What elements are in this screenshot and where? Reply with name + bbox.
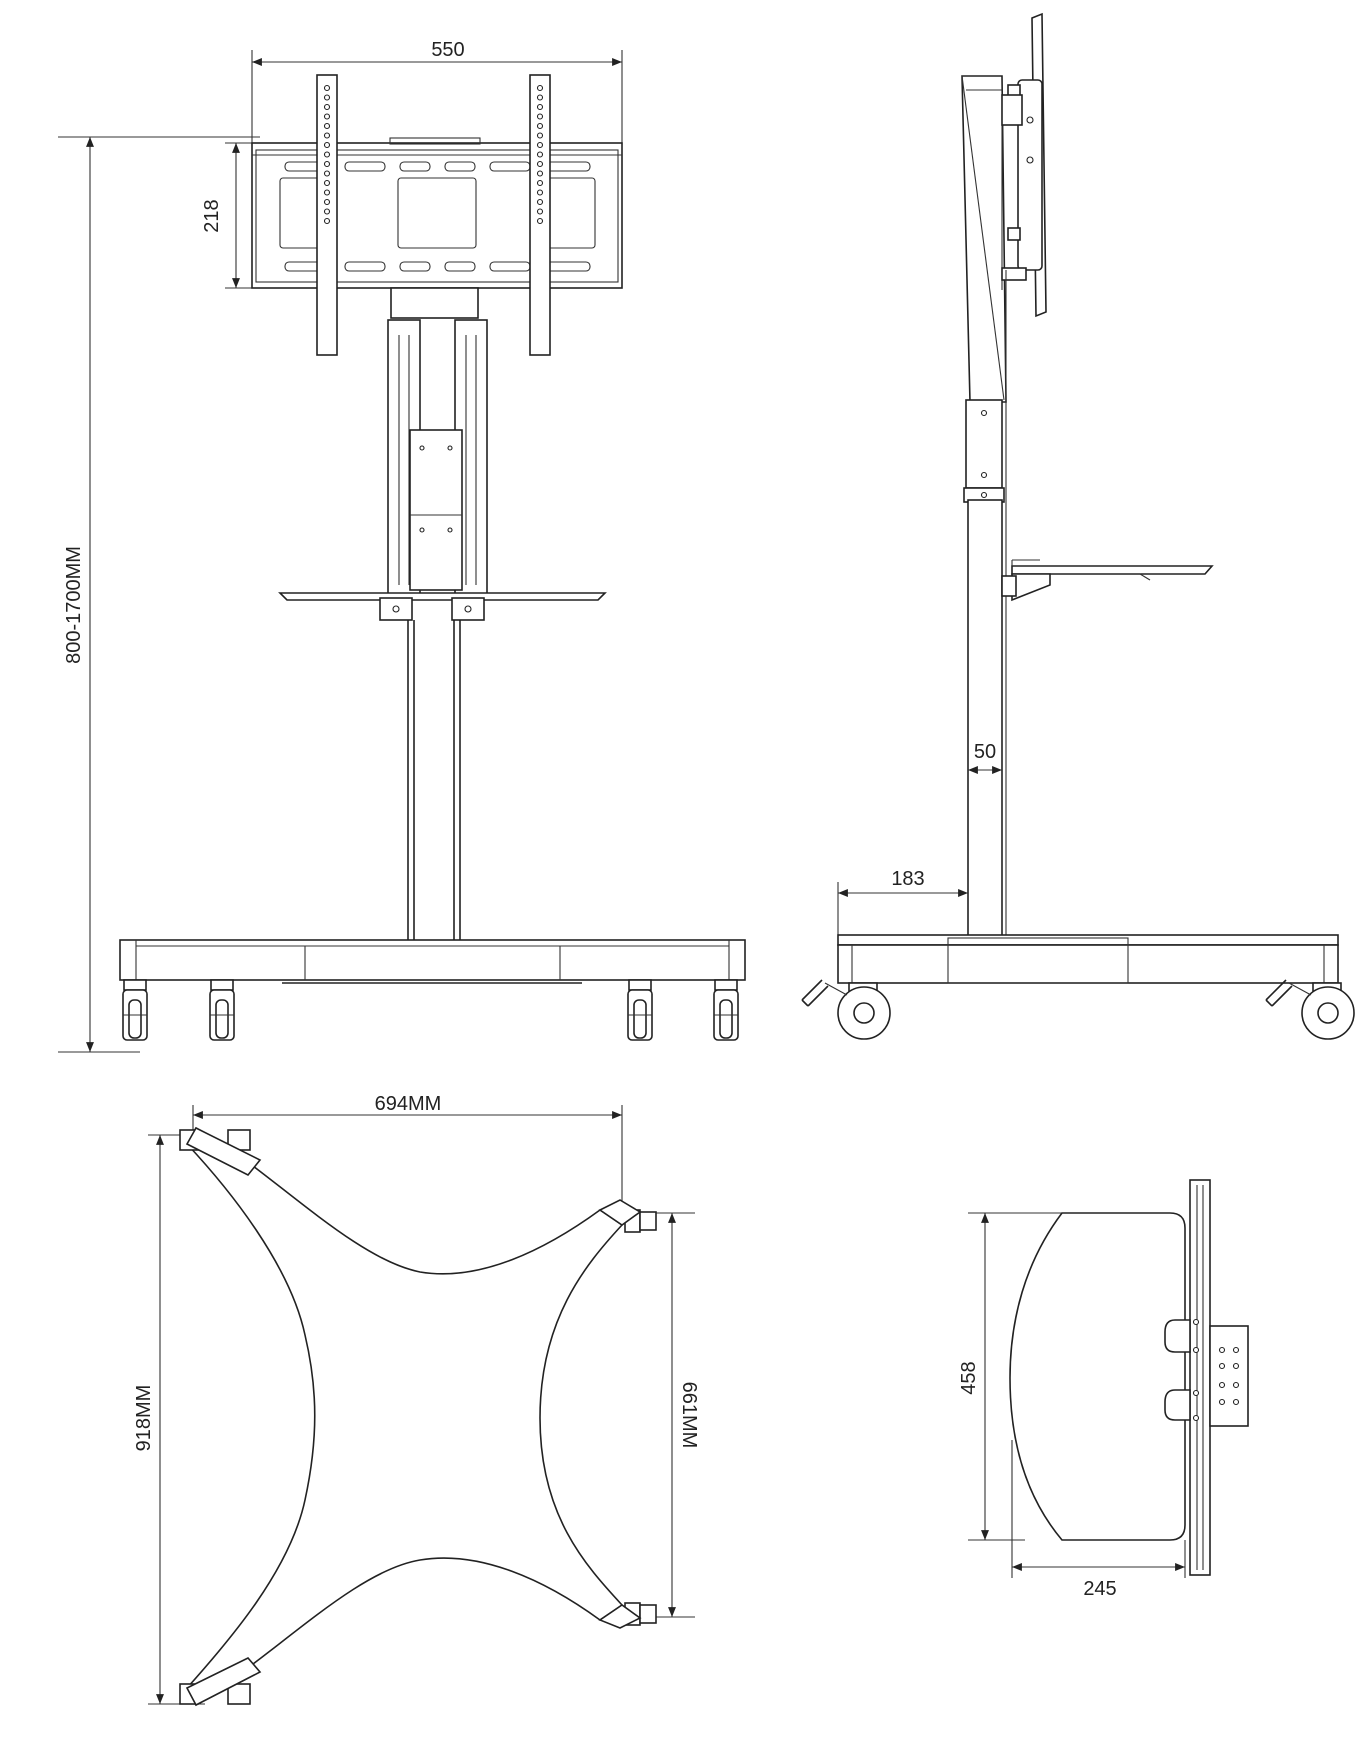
bracket-holes (323, 84, 544, 225)
bracket-hole (536, 103, 544, 111)
caster-mount (714, 979, 738, 991)
caster-brake (801, 999, 809, 1007)
bracket-hole (323, 198, 331, 206)
bracket-hole (536, 208, 544, 215)
side-view: 50 183 (801, 12, 1355, 1040)
bracket-hole (536, 189, 544, 196)
bracket-hole (323, 179, 331, 187)
bracket-hole (536, 141, 544, 149)
bracket-hole (536, 198, 544, 206)
bracket-hole (323, 160, 331, 168)
base-width-label: 694MM (375, 1093, 442, 1115)
bracket-hole (536, 122, 544, 130)
bracket-hole (536, 84, 544, 92)
bracket-hole (536, 217, 544, 225)
bracket-hole (323, 94, 331, 101)
bracket-hole (323, 208, 331, 215)
caster-mount (123, 979, 147, 991)
shelf-depth-label: 245 (1083, 1578, 1116, 1600)
caster-mount (628, 979, 652, 991)
bracket-hole (323, 132, 331, 139)
caster-hub (1317, 1002, 1339, 1024)
caster-brake (1265, 999, 1273, 1007)
caster-brake (1288, 982, 1312, 996)
bracket-hole (323, 141, 331, 149)
shelf-top-view: 458 245 (958, 1179, 1249, 1600)
bracket-hole (536, 179, 544, 187)
caster-brake (824, 982, 848, 996)
bracket-hole (323, 122, 331, 130)
bracket-hole (536, 113, 544, 120)
front-wheels (122, 979, 739, 1041)
caster-wheel (215, 999, 229, 1039)
side-wheels (801, 979, 1355, 1040)
bracket-hole (323, 103, 331, 111)
caster-brake (1265, 979, 1287, 1001)
caster-brake (807, 985, 829, 1007)
bracket-hole (323, 113, 331, 120)
total-height-label: 800-1700MM (63, 546, 85, 664)
base-length-label: 918MM (133, 1385, 155, 1452)
caster-hub (853, 1002, 875, 1024)
caster-brake (801, 979, 823, 1001)
caster-wheel (719, 999, 733, 1039)
bracket-hole (536, 94, 544, 101)
front-width-label: 550 (431, 39, 464, 61)
shelf-width-label: 458 (958, 1361, 980, 1394)
caster-wheel (128, 999, 142, 1039)
bracket-hole (323, 189, 331, 196)
base-inner-label: 661MM (678, 1382, 700, 1449)
bracket-hole (323, 217, 331, 225)
bracket-hole (323, 170, 331, 177)
caster-mount (210, 979, 234, 991)
bracket-hole (536, 160, 544, 168)
pole-width-label: 50 (974, 741, 996, 763)
bracket-hole (536, 170, 544, 177)
mount-height-label: 218 (201, 199, 223, 232)
front-view: 550 218 800-1700MM (58, 39, 746, 1053)
caster-brake (1271, 985, 1293, 1007)
caster-wheel (633, 999, 647, 1039)
base-top-view: 694MM 918MM 661MM (133, 1093, 700, 1707)
bracket-hole (536, 132, 544, 139)
bracket-hole (323, 84, 331, 92)
bracket-hole (536, 151, 544, 158)
base-offset-label: 183 (891, 868, 924, 890)
bracket-hole (323, 151, 331, 158)
